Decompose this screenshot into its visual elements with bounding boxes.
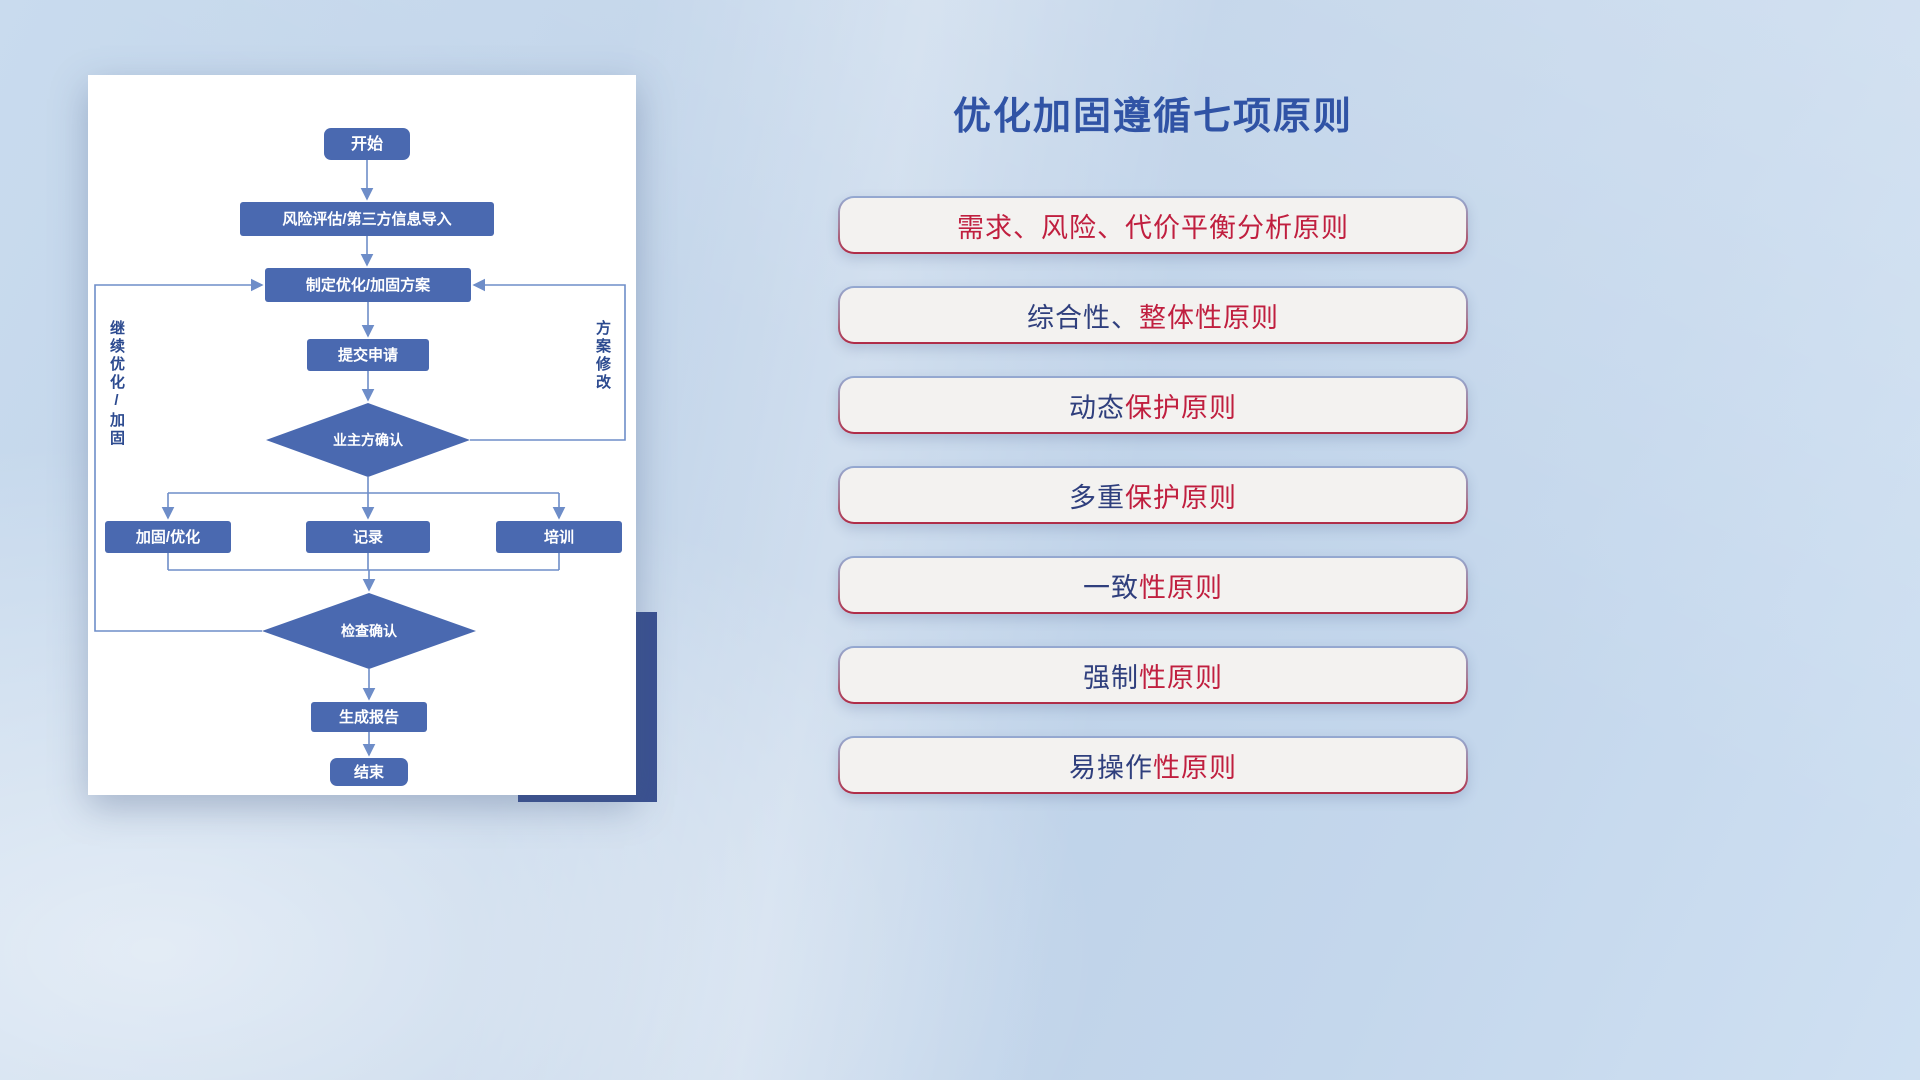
principle-text-segment: 需求、风险、代价平衡分析原则	[957, 212, 1349, 243]
flow-node-training-label: 培训	[544, 528, 574, 546]
principle-pill: 需求、风险、代价平衡分析原则	[838, 196, 1468, 254]
flow-node-owner-confirm: 业主方确认	[266, 403, 470, 477]
flow-node-plan: 制定优化/加固方案	[265, 268, 471, 302]
principle-text-segment: 性原则	[1139, 662, 1223, 693]
principle-text-segment: 动态	[1069, 392, 1125, 423]
flow-node-reinforce: 加固/优化	[105, 521, 231, 553]
flow-node-check-confirm-label: 检查确认	[341, 623, 398, 639]
flow-node-end: 结束	[330, 758, 408, 786]
principle-pill-inner: 动态保护原则	[840, 378, 1466, 432]
principle-pill-inner: 综合性、整体性原则	[840, 288, 1466, 342]
flow-node-end-label: 结束	[354, 763, 385, 781]
flowchart-card: 开始 风险评估/第三方信息导入 制定优化/加固方案 提交申请 业主方确认 加固/	[88, 75, 636, 795]
page-title: 优化加固遵循七项原则	[952, 96, 1353, 138]
flow-node-reinforce-label: 加固/优化	[135, 528, 200, 546]
principle-pill-inner: 需求、风险、代价平衡分析原则	[840, 198, 1466, 252]
flow-node-owner-confirm-label: 业主方确认	[333, 432, 404, 448]
principle-pill: 一致性原则	[838, 556, 1468, 614]
principle-text-segment: 性原则	[1139, 572, 1223, 603]
principle-pill: 多重保护原则	[838, 466, 1468, 524]
flow-node-submit: 提交申请	[307, 339, 429, 371]
flow-node-record-label: 记录	[353, 529, 383, 546]
flow-node-start: 开始	[324, 128, 410, 160]
loop-label-plan-revise: 方案修改	[594, 320, 611, 392]
flow-node-risk-label: 风险评估/第三方信息导入	[282, 210, 451, 228]
flow-node-training: 培训	[496, 521, 622, 553]
loop-label-continue-optimize: 继续优化/加固	[108, 320, 125, 448]
principle-text-segment: 整体性原则	[1139, 302, 1279, 333]
principle-pill: 动态保护原则	[838, 376, 1468, 434]
flow-node-plan-label: 制定优化/加固方案	[306, 276, 431, 294]
principle-text-segment: 易操作	[1069, 752, 1153, 783]
flow-node-report: 生成报告	[311, 702, 427, 732]
principle-text-segment: 一致	[1083, 572, 1139, 603]
principle-text-segment: 多重	[1069, 482, 1125, 513]
principle-pill-inner: 易操作性原则	[840, 738, 1466, 792]
principle-pill: 强制性原则	[838, 646, 1468, 704]
principle-pill: 易操作性原则	[838, 736, 1468, 794]
principles-list: 需求、风险、代价平衡分析原则综合性、整体性原则动态保护原则多重保护原则一致性原则…	[838, 196, 1468, 794]
principle-text-segment: 综合性、	[1027, 302, 1139, 333]
principle-pill-inner: 一致性原则	[840, 558, 1466, 612]
flow-node-report-label: 生成报告	[339, 708, 399, 726]
flowchart: 开始 风险评估/第三方信息导入 制定优化/加固方案 提交申请 业主方确认 加固/	[94, 128, 626, 786]
principle-text-segment: 保护原则	[1125, 482, 1237, 513]
principle-text-segment: 性原则	[1153, 752, 1237, 783]
principle-pill-inner: 多重保护原则	[840, 468, 1466, 522]
principles-panel: 优化加固遵循七项原则 需求、风险、代价平衡分析原则综合性、整体性原则动态保护原则…	[838, 92, 1468, 826]
flow-node-submit-label: 提交申请	[338, 346, 398, 364]
flow-node-check-confirm: 检查确认	[262, 593, 476, 669]
principle-text-segment: 保护原则	[1125, 392, 1237, 423]
principle-pill-inner: 强制性原则	[840, 648, 1466, 702]
flow-connectors	[94, 160, 626, 757]
flow-node-start-label: 开始	[351, 134, 383, 153]
principle-text-segment: 强制	[1083, 662, 1139, 693]
flow-node-risk: 风险评估/第三方信息导入	[240, 202, 494, 236]
flow-node-record: 记录	[306, 521, 430, 553]
principle-pill: 综合性、整体性原则	[838, 286, 1468, 344]
